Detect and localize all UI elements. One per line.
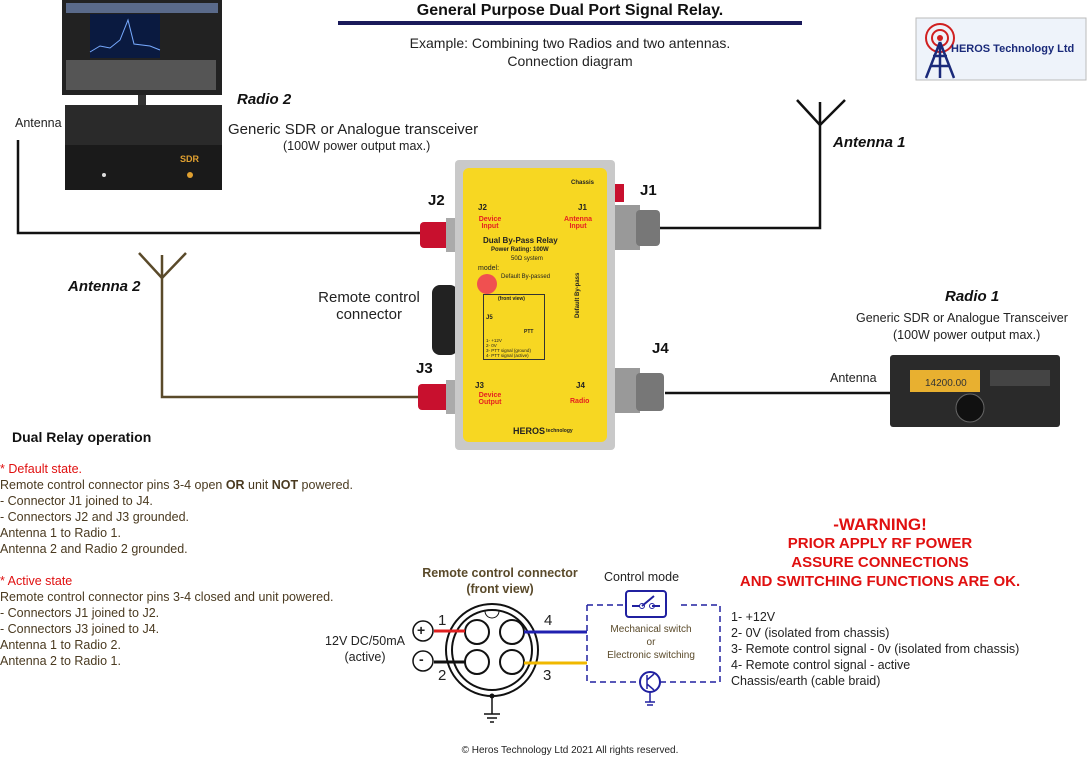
operation-heading: Dual Relay operation [12, 429, 152, 445]
radio2-antenna-label: Antenna [15, 116, 62, 130]
j1-connector[interactable] [610, 184, 660, 250]
plus-sign: + [417, 622, 426, 638]
j3-label: J3 [416, 360, 433, 377]
relay-front-panel: Chassis J2 J1 Device Input Antenna Input… [463, 168, 607, 442]
antenna2-icon [138, 252, 187, 279]
radio2-title: Radio 2 [237, 91, 292, 108]
ground-icon [484, 696, 500, 723]
antenna2-label: Antenna 2 [68, 278, 141, 295]
chassis-label: Chassis [571, 180, 595, 186]
active-state-title: * Active state [0, 574, 73, 588]
transistor-icon [639, 671, 661, 693]
antenna1-coax [660, 125, 822, 230]
subtitle-line2: Connection diagram [507, 53, 633, 69]
panel-brand: HEROS [513, 426, 546, 436]
heros-logo [915, 17, 1087, 81]
panel-j1: J1 [578, 203, 587, 212]
relay-unit: Chassis J2 J1 Device Input Antenna Input… [455, 160, 615, 450]
panel-j2: J2 [478, 203, 487, 212]
warning-text: -WARNING! PRIOR APPLY RF POWER ASSURE CO… [739, 515, 1021, 590]
panel-brand-suffix: technology [546, 428, 573, 434]
default-state-title: * Default state. [0, 462, 82, 476]
panel-device-input: Device Input [478, 216, 502, 230]
j3-connector[interactable] [418, 380, 460, 414]
panel-power: Power Rating: 100W [491, 247, 549, 253]
radio1-desc: Generic SDR or Analogue Transceiver [856, 311, 1068, 325]
antenna2-coax [160, 278, 420, 399]
antenna1-label: Antenna 1 [833, 134, 906, 151]
radio2-image: SDR [62, 0, 222, 190]
logo-text: HEROS Technology Ltd [951, 43, 1075, 55]
remote-connector-port[interactable] [432, 285, 458, 355]
minus-icon [412, 650, 434, 672]
j4-label: J4 [652, 340, 669, 357]
panel-default-bypass: Default By-pass [575, 272, 581, 318]
pin1-label: 1 [438, 612, 447, 629]
remote-connector-diagram [412, 590, 721, 723]
panel-default: Default By-passed [501, 274, 551, 280]
panel-antenna-input: Antenna Input [564, 216, 592, 230]
radio1-title: Radio 1 [945, 288, 1000, 305]
remote-connector-label: Remote control connector [318, 289, 420, 323]
supply-label: 12V DC/50mA(active) [325, 634, 405, 664]
antenna1-icon [796, 99, 846, 126]
j1-label: J1 [640, 182, 657, 199]
footer-copyright: © Heros Technology Ltd 2021 All rights r… [461, 745, 679, 756]
pin3-label: 3 [543, 667, 552, 684]
panel-j3: J3 [475, 381, 484, 390]
minus-sign: - [419, 651, 424, 667]
plus-icon [412, 620, 434, 642]
radio2-coax [16, 140, 420, 235]
switch-icon [625, 590, 667, 618]
subtitle-line1: Example: Combining two Radios and two an… [409, 35, 731, 51]
status-led [477, 274, 497, 294]
pin2-label: 2 [438, 667, 447, 684]
radio1-display: 14200.00 [925, 378, 967, 389]
pin3-socket [499, 649, 525, 675]
panel-model: model: [478, 265, 500, 272]
operation-text: * Default state. Remote control connecto… [0, 462, 353, 668]
pin2-socket [464, 649, 490, 675]
default-state-condition: Remote control connector pins 3-4 open O… [0, 478, 353, 492]
radio1-power: (100W power output max.) [893, 328, 1041, 342]
radio2-desc: Generic SDR or Analogue transceiver [228, 121, 479, 138]
j2-connector[interactable] [420, 218, 460, 252]
sdr-label: SDR [180, 154, 200, 164]
panel-radio: Radio [570, 398, 590, 405]
remote-diagram-title: Remote control connector(front view) [422, 566, 578, 596]
radio1-antenna-label: Antenna [830, 371, 877, 385]
pin4-label: 4 [544, 612, 553, 629]
radio2-power: (100W power output max.) [283, 139, 431, 153]
panel-system: 50Ω system [511, 256, 543, 262]
pin1-socket [464, 619, 490, 645]
panel-j4: J4 [576, 381, 585, 390]
control-mode-label: Control mode [604, 570, 680, 584]
pin4-socket [499, 619, 525, 645]
title-underline [338, 21, 802, 25]
radio1-image: 14200.00 [890, 355, 1060, 427]
j4-connector[interactable] [610, 368, 664, 413]
page-title: General Purpose Dual Port Signal Relay. [416, 2, 724, 19]
j2-label: J2 [428, 192, 445, 209]
panel-name: Dual By-Pass Relay [483, 236, 558, 245]
panel-device-output: Device Output [478, 392, 502, 406]
